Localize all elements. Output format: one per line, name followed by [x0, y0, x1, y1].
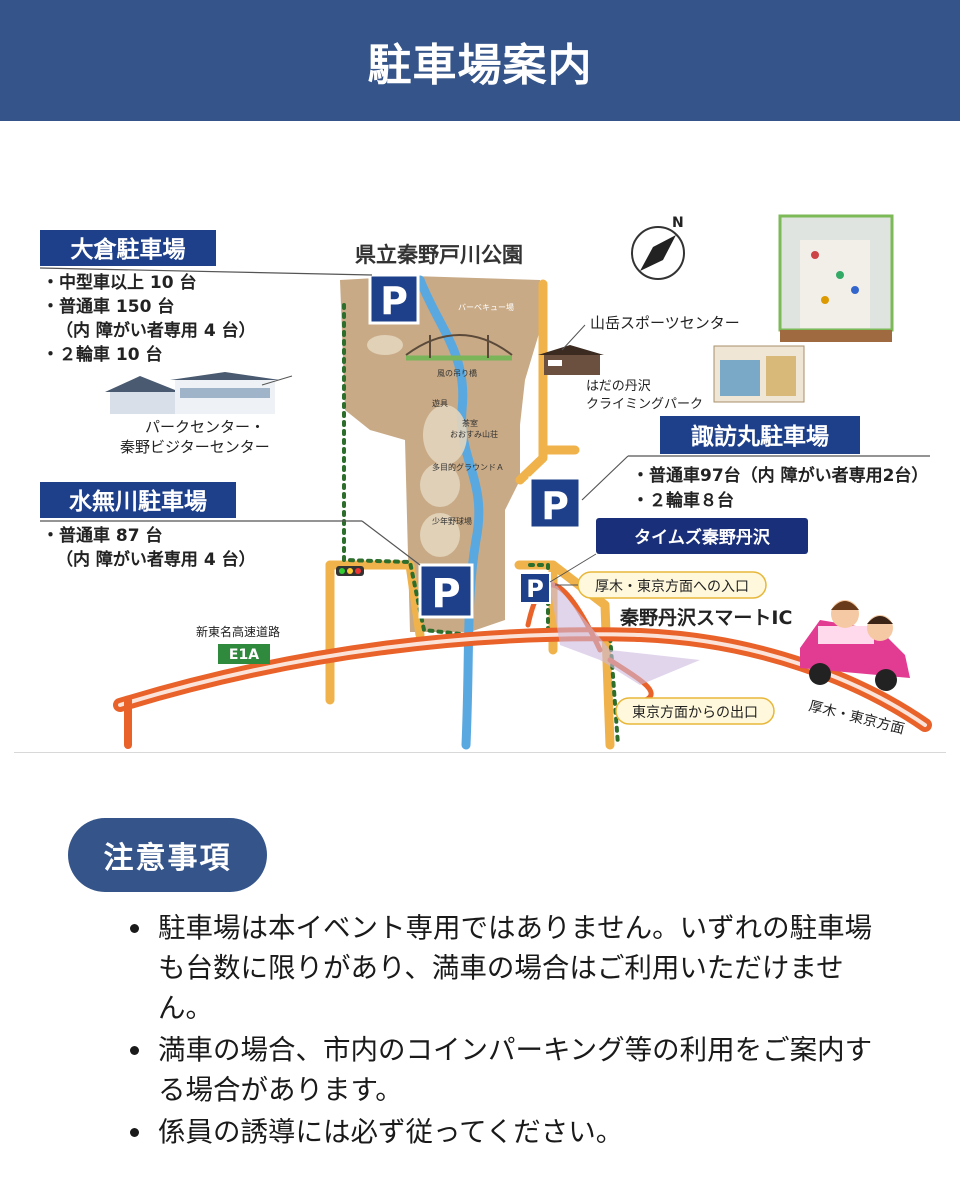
park-name: 県立秦野戸川公園 — [355, 243, 523, 267]
place-teahouse-a: 茶室 — [462, 418, 478, 428]
parking-icon-suwamaru: P — [528, 476, 582, 530]
place-bbq: バーベキュー場 — [458, 302, 514, 312]
bridge-icon — [405, 334, 513, 361]
svg-text:P: P — [431, 571, 460, 617]
okura-line-4: ・２輪車 10 台 — [42, 344, 163, 365]
okura-line-3: （内 障がい者専用 4 台） — [56, 320, 256, 341]
place-teahouse-b: おおすみ山荘 — [450, 429, 498, 439]
climbing-label-1: はだの丹沢 — [586, 379, 651, 394]
expressway — [113, 582, 932, 749]
notes-item: 駐車場は本イベント専用ではありません。いずれの駐車場も台数に限りがあり、満車の場… — [130, 908, 898, 1028]
climbing-park-photo — [713, 345, 805, 403]
svg-text:P: P — [380, 279, 408, 323]
minashigawa-title: 水無川駐車場 — [69, 488, 207, 515]
place-baseball: 少年野球場 — [432, 516, 472, 526]
park-center-label-2: 秦野ビジターセンター — [120, 438, 270, 456]
svg-text:P: P — [541, 484, 569, 528]
expressway-label: 新東名高速道路 — [196, 624, 280, 639]
page-title: 駐車場案内 — [367, 39, 593, 91]
park-center-label-1: パークセンター・ — [145, 418, 265, 436]
route-code: E1A — [229, 647, 259, 663]
park-center-building-icon — [105, 372, 293, 414]
parking-map: P P P P 県立秦野戸川公園 N 大倉駐車場 ・中型車以上 10 台 ・普通… — [39, 214, 932, 750]
map-divider — [14, 752, 946, 753]
parking-icon-minashigawa: P — [418, 563, 474, 619]
suwamaru-title: 諏訪丸駐車場 — [691, 423, 829, 450]
okura-line-2: ・普通車 150 台 — [42, 296, 174, 317]
exit-box — [615, 697, 775, 725]
suwamaru-title-box — [660, 416, 860, 454]
place-bridge: 風の吊り橋 — [437, 368, 477, 378]
parking-icon-okura: P — [368, 273, 420, 325]
times-box — [596, 518, 808, 554]
place-ground: 多目的グラウンドＡ — [432, 462, 504, 472]
times-label: タイムズ秦野丹沢 — [634, 527, 771, 548]
sports-center-label: 山岳スポーツセンター — [590, 314, 740, 332]
entrance-label: 厚木・東京方面への入口 — [595, 579, 749, 595]
svg-text:P: P — [526, 575, 544, 603]
parking-icon-times: P — [519, 572, 551, 604]
suwamaru-line-1: ・普通車97台（内 障がい者専用2台） — [632, 465, 928, 486]
okura-line-1: ・中型車以上 10 台 — [42, 272, 197, 293]
route-sign — [218, 644, 270, 664]
page-header: 駐車場案内 — [0, 0, 960, 121]
notes-item: 係員の誘導には必ず従ってください。 — [130, 1112, 898, 1152]
minashigawa-line-2: （内 障がい者専用 4 台） — [56, 549, 256, 570]
compass-icon: N — [631, 215, 685, 280]
notes-heading: 注意事項 — [68, 818, 267, 892]
climbing-label-2: クライミングパーク — [586, 397, 703, 412]
climbing-wall-photo — [778, 214, 894, 342]
exit-label: 東京方面からの出口 — [632, 705, 758, 721]
okura-title: 大倉駐車場 — [71, 236, 186, 263]
minashigawa-title-box — [40, 482, 236, 518]
notes-item: 満車の場合、市内のコインパーキング等の利用をご案内する場合があります。 — [130, 1030, 898, 1110]
park-features — [367, 335, 467, 557]
notes-list: 駐車場は本イベント専用ではありません。いずれの駐車場も台数に限りがあり、満車の場… — [130, 908, 898, 1154]
place-playground: 遊具 — [432, 398, 448, 408]
minashigawa-line-1: ・普通車 87 台 — [42, 525, 163, 546]
svg-text:N: N — [672, 215, 684, 231]
ic-area — [548, 575, 700, 685]
okura-title-box — [40, 230, 216, 266]
suwamaru-line-2: ・２輪車８台 — [632, 490, 734, 511]
car-illustration — [800, 600, 910, 691]
sports-center-building-icon — [538, 345, 604, 375]
smart-ic-label: 秦野丹沢スマートIC — [619, 606, 792, 629]
